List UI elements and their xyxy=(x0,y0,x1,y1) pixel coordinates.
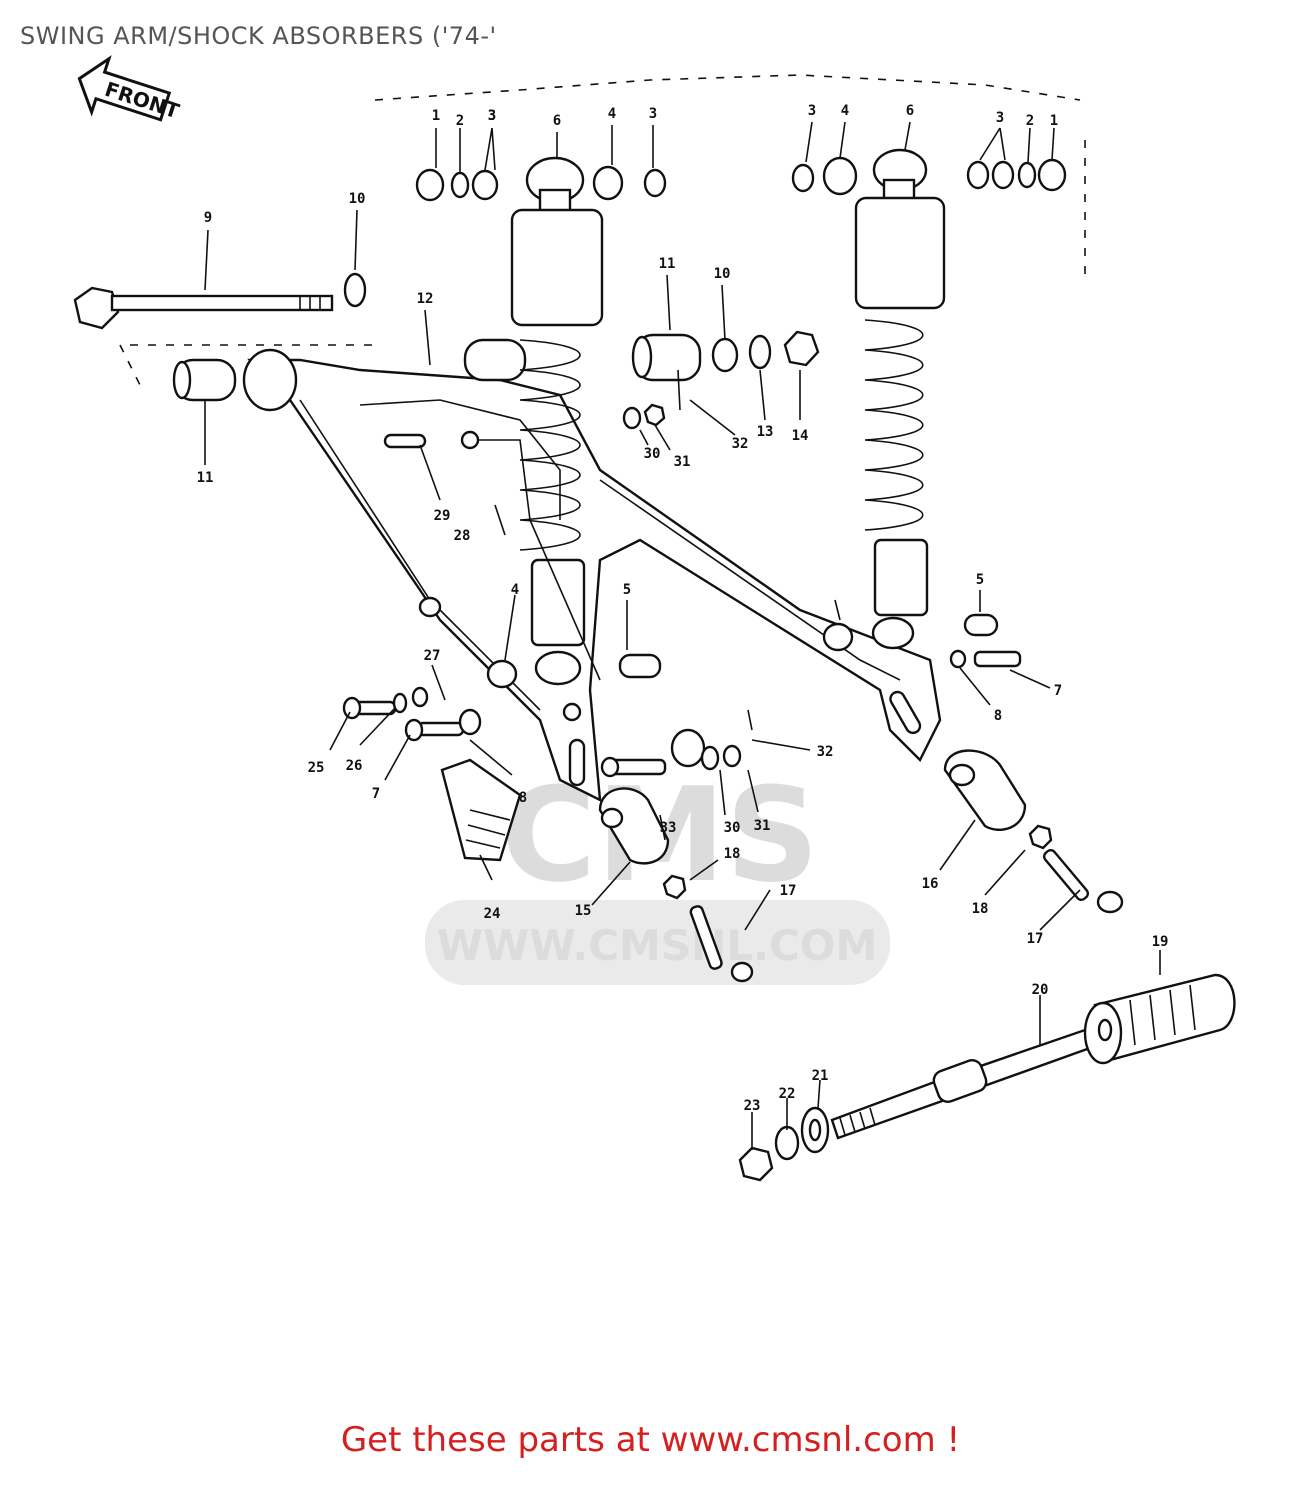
rear-axle-assembly xyxy=(738,973,1236,1182)
left-shock-absorber xyxy=(510,156,604,686)
callout-label: 3 xyxy=(808,103,816,119)
callout-label: 26 xyxy=(346,758,363,774)
callout-label: 1 xyxy=(1050,113,1058,129)
watermark: WWW.CMSNL.COM CMS xyxy=(425,759,890,985)
callout-label: 7 xyxy=(372,786,380,802)
watermark-text: WWW.CMSNL.COM xyxy=(437,921,878,970)
callout-label: 22 xyxy=(779,1086,796,1102)
callout-label: 12 xyxy=(417,291,434,307)
pivot-bolt xyxy=(73,272,367,330)
callout-label: 14 xyxy=(792,428,809,444)
callout-label: 3 xyxy=(996,110,1004,126)
callout-label: 16 xyxy=(922,876,939,892)
callout-label: 3 xyxy=(488,108,496,124)
callout-label: 10 xyxy=(714,266,731,282)
callout-label: 2 xyxy=(1026,113,1034,129)
callout-label: 30 xyxy=(644,446,661,462)
callout-label: 5 xyxy=(976,572,984,588)
callout-label: 20 xyxy=(1032,982,1049,998)
callout-label: 6 xyxy=(553,113,561,129)
callout-label: 5 xyxy=(623,582,631,598)
swing-arm xyxy=(242,338,942,803)
callout-label: 7 xyxy=(1054,683,1062,699)
callout-label: 29 xyxy=(434,508,451,524)
callout-label: 17 xyxy=(1027,931,1044,947)
callout-label: 18 xyxy=(724,846,741,862)
callout-label: 21 xyxy=(812,1068,829,1084)
callout-label: 25 xyxy=(308,760,325,776)
callout-label: 30 xyxy=(724,820,741,836)
callout-label: 18 xyxy=(972,901,989,917)
callout-label: 13 xyxy=(757,424,774,440)
hardware-parts xyxy=(172,156,1067,778)
callout-label: 11 xyxy=(659,256,676,272)
callout-label: 32 xyxy=(732,436,749,452)
callout-label: 8 xyxy=(519,790,527,806)
right-shock-absorber xyxy=(854,148,946,650)
callout-label: 4 xyxy=(841,103,849,119)
chain-guard-bracket xyxy=(440,758,522,862)
callout-label: 19 xyxy=(1152,934,1169,950)
chain-adjusters xyxy=(598,749,1124,983)
callout-label: 4 xyxy=(511,582,519,598)
front-arrow-icon: FRONT xyxy=(77,55,182,123)
callout-label: 3 xyxy=(649,106,657,122)
callout-label: 28 xyxy=(454,528,471,544)
callout-label: 31 xyxy=(674,454,691,470)
callout-label: 24 xyxy=(484,906,501,922)
callout-label: 1 xyxy=(432,108,440,124)
callout-label: 17 xyxy=(780,883,797,899)
callout-label: 23 xyxy=(744,1098,761,1114)
callout-label: 3 xyxy=(488,108,496,124)
callout-label: 8 xyxy=(994,708,1002,724)
exploded-parts-diagram: WWW.CMSNL.COM CMS FRONT xyxy=(73,55,1236,1182)
callout-label: 2 xyxy=(456,113,464,129)
callout-label: 32 xyxy=(817,744,834,760)
callout-label: 10 xyxy=(349,191,366,207)
callout-label: 31 xyxy=(754,818,771,834)
callout-label: 15 xyxy=(575,903,592,919)
callout-label: 27 xyxy=(424,648,441,664)
callout-label: 9 xyxy=(204,210,212,226)
callout-label: 33 xyxy=(660,820,677,836)
callout-label: 4 xyxy=(608,106,616,122)
leader-lines xyxy=(204,121,1161,1150)
callout-label: 11 xyxy=(197,470,214,486)
callout-label: 6 xyxy=(906,103,914,119)
get-parts-link[interactable]: Get these parts at www.cmsnl.com ! xyxy=(340,1420,961,1460)
page-title: SWING ARM/SHOCK ABSORBERS ('74-' xyxy=(20,22,497,50)
